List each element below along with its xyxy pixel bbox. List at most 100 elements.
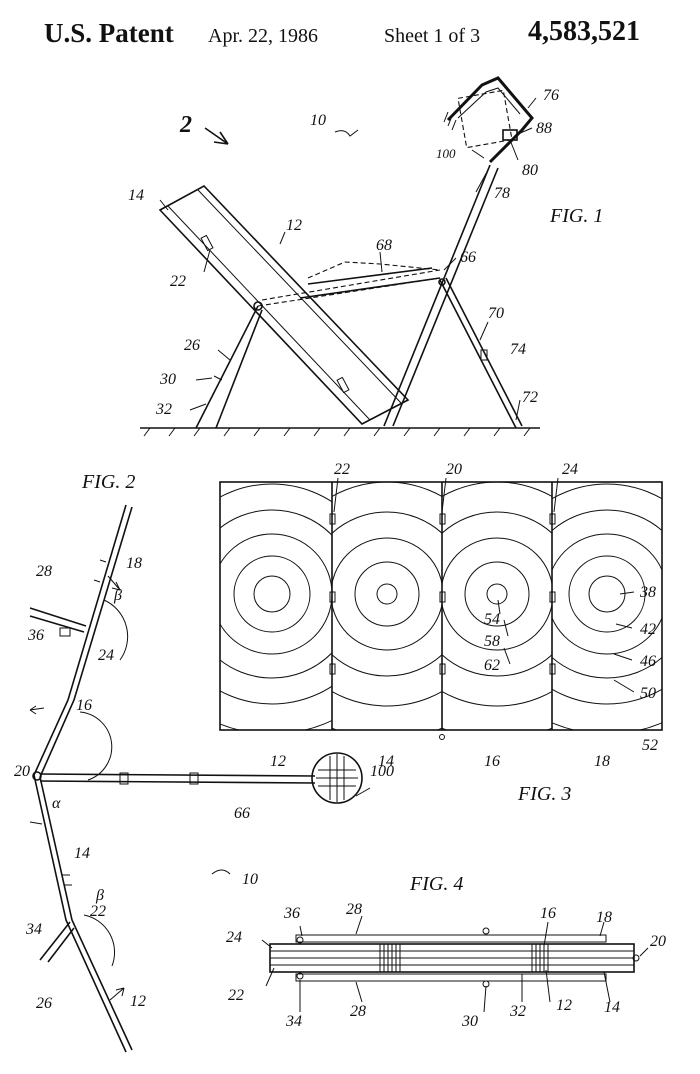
ball-100 [311, 752, 363, 804]
fig1-labels: 2 10 76 88 100 80 78 FIG. 1 14 12 68 66 … [128, 87, 603, 418]
label-14: 14 [128, 187, 144, 204]
fig2-labels: FIG. 2 18 28 β 36 24 16 20 α 100 66 14 β… [14, 471, 394, 1012]
leg-26 [39, 921, 71, 961]
label-70: 70 [488, 305, 504, 322]
fig2-label-beta-1: β [113, 587, 122, 604]
fig3-caption: FIG. 3 [517, 783, 571, 805]
fig3-label-54: 54 [484, 611, 500, 628]
fig3-label-42: 42 [640, 621, 656, 638]
fig3-label-14: 14 [378, 753, 394, 770]
fig3-label-16: 16 [484, 753, 500, 770]
fig3-label-46: 46 [640, 653, 656, 670]
fig2-label-alpha: α [52, 795, 61, 812]
fig2-label-34: 34 [25, 921, 42, 938]
fig3-labels: 22 20 24 38 54 58 42 62 46 50 12 14 16 1… [270, 461, 658, 805]
fig3-label-50: 50 [640, 685, 656, 702]
fig1-drawing [140, 76, 540, 437]
label-74: 74 [510, 341, 526, 358]
fig2-label-16: 16 [76, 697, 92, 714]
fig3-label-20: 20 [446, 461, 462, 478]
label-12: 12 [286, 217, 302, 234]
fig2-label-14: 14 [74, 845, 90, 862]
fig2-label-18: 18 [126, 555, 142, 572]
fig3-drawing [219, 477, 663, 740]
panel-12-rings [220, 483, 332, 730]
label-26: 26 [184, 337, 200, 354]
fig2-label-22: 22 [90, 903, 106, 920]
fig2-label-12: 12 [130, 993, 146, 1010]
fig4-label-18: 18 [596, 909, 612, 926]
hinge-20 [32, 771, 42, 781]
fig4-label-16: 16 [540, 905, 556, 922]
leg-28-upper [295, 934, 607, 943]
fig3-label-38: 38 [639, 584, 656, 601]
fig2-label-26: 26 [36, 995, 52, 1012]
fig3-label-58: 58 [484, 633, 500, 650]
fig4-label-14: 14 [604, 999, 620, 1016]
label-80: 80 [522, 162, 538, 179]
patent-number: 4,583,521 [528, 16, 640, 47]
fig2-drawing [29, 504, 371, 1053]
fig2-label-36: 36 [27, 627, 44, 644]
label-2: 2 [179, 112, 192, 138]
rear-leg [439, 279, 517, 429]
fig4-caption: FIG. 4 [409, 873, 463, 895]
fig2-label-66: 66 [234, 805, 250, 822]
label-30: 30 [159, 371, 176, 388]
panel-14-rings [332, 482, 442, 730]
label-100: 100 [436, 146, 456, 161]
panel-16-rings [442, 482, 552, 730]
label-78: 78 [494, 185, 510, 202]
label-76: 76 [543, 87, 559, 104]
label-88: 88 [536, 120, 552, 137]
fig3-label-18: 18 [594, 753, 610, 770]
patent-office: U.S. Patent [44, 18, 174, 48]
fig4-label-12: 12 [556, 997, 572, 1014]
fig4-label-30: 30 [461, 1013, 478, 1030]
sheet-number: Sheet 1 of 3 [384, 25, 481, 47]
fig3-label-12: 12 [270, 753, 286, 770]
fig4-labels: FIG. 4 36 28 16 18 24 20 22 34 28 30 32 … [226, 873, 666, 1030]
fig4-drawing [261, 915, 649, 1013]
fig2-label-100: 100 [370, 763, 394, 780]
label-68: 68 [376, 237, 392, 254]
panel-18-rings [552, 483, 662, 730]
label-22: 22 [170, 273, 186, 290]
fig2-label-beta-2: β [95, 887, 104, 904]
angle-alpha [79, 711, 113, 781]
leg-28-lower [295, 973, 607, 982]
lower-panels [33, 774, 127, 1053]
fig2-caption: FIG. 2 [81, 471, 135, 493]
fig3-label-24: 24 [562, 461, 578, 478]
front-leg [195, 305, 259, 429]
label-32: 32 [155, 401, 172, 418]
fig4-label-22: 22 [228, 987, 244, 1004]
fig4-label-24: 24 [226, 929, 242, 946]
fig4-label-28a: 28 [346, 901, 362, 918]
reflector-panel [158, 185, 410, 425]
fig1-caption: FIG. 1 [549, 205, 603, 227]
fig4-label-20: 20 [650, 933, 666, 950]
label-72: 72 [522, 389, 538, 406]
fig2-label-24: 24 [98, 647, 114, 664]
fig2-label-10: 10 [242, 871, 258, 888]
fig4-label-34: 34 [285, 1013, 302, 1030]
fig4-label-32: 32 [509, 1003, 526, 1020]
fig4-label-28b: 28 [350, 1003, 366, 1020]
fig4-label-36: 36 [283, 905, 300, 922]
angle-beta-1 [103, 599, 129, 661]
patent-header: U.S. Patent Apr. 22, 1986 Sheet 1 of 3 4… [0, 0, 700, 70]
rod-66 [39, 773, 316, 777]
fig3-label-22: 22 [334, 461, 350, 478]
leg-28 [29, 607, 87, 627]
patent-date: Apr. 22, 1986 [208, 25, 318, 47]
reflector-sheet [219, 481, 663, 731]
label-66: 66 [460, 249, 476, 266]
fig3-label-52: 52 [642, 737, 658, 754]
upper-panels [33, 504, 127, 776]
label-10: 10 [310, 112, 326, 129]
fig2-label-28: 28 [36, 563, 52, 580]
fig2-label-20: 20 [14, 763, 30, 780]
fig3-label-62: 62 [484, 657, 500, 674]
